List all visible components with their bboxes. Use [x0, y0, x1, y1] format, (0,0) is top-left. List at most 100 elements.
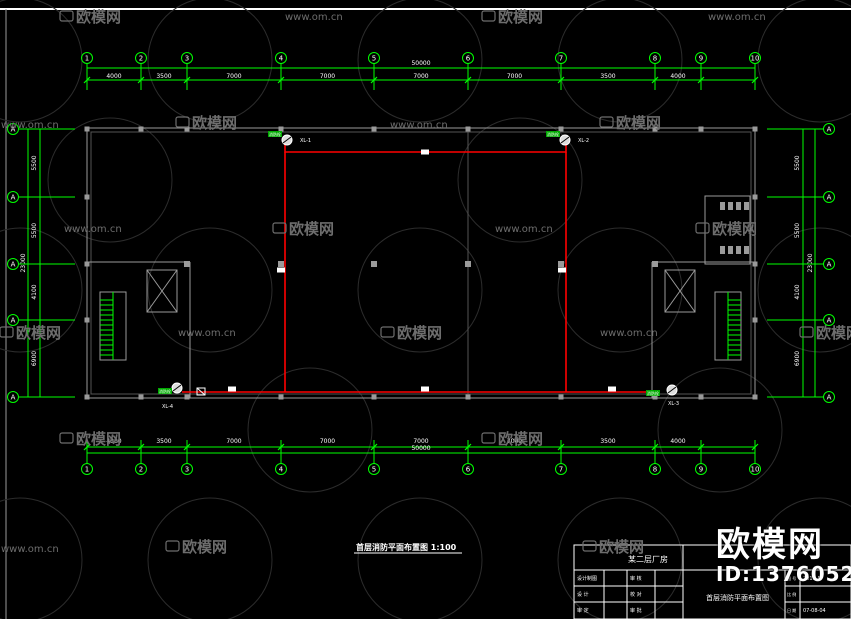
column — [371, 126, 377, 132]
toilet-fixture — [736, 202, 741, 210]
pump-adapter — [196, 387, 206, 396]
span-dimension: 7000 — [320, 73, 335, 80]
axis-label: A — [827, 126, 832, 134]
span-dimension: 3500 — [156, 438, 171, 445]
span-dimension: 7000 — [507, 438, 522, 445]
axis-label: A — [827, 194, 832, 202]
hydrant-tag-text: 消防栓 — [159, 388, 171, 394]
watermark-logo: 欧模网 — [76, 430, 121, 448]
valve-symbol — [277, 267, 285, 273]
hydrant-label: XL-1 — [300, 138, 311, 144]
watermark-logo: 欧模网 — [16, 324, 61, 342]
drawing-date: 07-08-04 — [803, 608, 826, 614]
axis-label: 1 — [85, 466, 89, 474]
watermark-logo: 欧模网 — [192, 114, 237, 132]
column — [652, 126, 658, 132]
watermark-url: www.om.cn — [495, 224, 553, 235]
span-dimension: 3500 — [156, 73, 171, 80]
axis-label: A — [11, 261, 16, 269]
watermark-logo: 欧模网 — [616, 114, 661, 132]
title-block-col: 比 例 — [787, 591, 796, 597]
title-block-field: 审 批 — [630, 607, 642, 614]
toilet-fixture — [736, 246, 741, 254]
hydrant-tag-text: 消防栓 — [547, 131, 559, 137]
axis-label: A — [827, 317, 832, 325]
watermark-logo: 欧模网 — [498, 430, 543, 448]
watermark-sofa-icon — [695, 222, 710, 234]
toilet-fixture — [744, 246, 749, 254]
hydrant-tag-text: 消防栓 — [647, 390, 659, 396]
axis-label: 8 — [653, 55, 657, 63]
watermark-logo: 欧模网 — [289, 220, 334, 238]
toilet-fixture — [744, 202, 749, 210]
title-block-col: 图 号 — [787, 575, 796, 581]
span-dimension-vertical: 5500 — [794, 155, 801, 170]
span-dimension: 7000 — [413, 73, 428, 80]
hydrant-tag — [546, 131, 560, 137]
span-dimension-vertical: 5500 — [31, 223, 38, 238]
watermark-logo: 欧模网 — [599, 538, 644, 556]
title-block-role: 审 定 — [577, 607, 589, 614]
title-block — [573, 544, 851, 619]
column — [84, 126, 90, 132]
span-dimension: 7000 — [413, 438, 428, 445]
watermark-logo: 欧模网 — [498, 8, 543, 26]
column — [752, 194, 758, 200]
axis-label: 6 — [466, 466, 471, 474]
watermark-logo: 欧模网 — [712, 220, 757, 238]
axis-label: A — [11, 317, 16, 325]
structural-columns — [84, 126, 758, 400]
axis-label: 7 — [559, 55, 563, 63]
column — [184, 126, 190, 132]
axis-label: 5 — [372, 466, 376, 474]
watermark-url: www.om.cn — [708, 12, 766, 23]
column — [752, 261, 758, 267]
column — [558, 261, 564, 267]
span-dimension: 4000 — [670, 73, 685, 80]
span-dimension-vertical: 4100 — [794, 284, 801, 299]
watermark-sofa-icon — [0, 326, 14, 338]
axis-label: 7 — [559, 466, 563, 474]
span-dimension: 4000 — [106, 73, 121, 80]
title-block-field: 审 核 — [630, 575, 642, 582]
title-block-text: 某二层厂房设计制图审 核设 计校 对审 定审 批首层消防平面布置图图 号比 例日… — [577, 554, 826, 614]
column — [184, 394, 190, 400]
valve-symbol — [421, 386, 429, 392]
axis-label: 9 — [699, 466, 703, 474]
valve-symbol — [558, 267, 566, 273]
column — [698, 126, 704, 132]
watermark-logo: 欧模网 — [397, 324, 442, 342]
column — [465, 126, 471, 132]
axis-label: 1 — [85, 55, 89, 63]
watermark-sofa-icon — [481, 10, 496, 22]
column — [558, 126, 564, 132]
span-dimension-vertical: 6900 — [794, 351, 801, 366]
span-dimension: 7000 — [226, 73, 241, 80]
watermark-sofa-icon — [380, 326, 395, 338]
title-block-role: 设 计 — [577, 591, 589, 598]
hydrant-label: XL-4 — [162, 404, 173, 410]
watermark-url: www.om.cn — [390, 120, 448, 131]
watermark-url: www.om.cn — [178, 328, 236, 339]
watermark-logo: 欧模网 — [816, 324, 851, 342]
pipe-valves — [196, 149, 616, 396]
watermark-texts: 欧模网欧模网欧模网欧模网欧模网欧模网欧模网欧模网欧模网欧模网欧模网欧模网欧模网w… — [0, 8, 851, 556]
watermark-logo: 欧模网 — [76, 8, 121, 26]
toilet-fixture — [728, 246, 733, 254]
axis-label: 10 — [751, 466, 760, 474]
axis-label: 4 — [279, 466, 284, 474]
stair-treads — [100, 292, 741, 360]
watermark-sofa-icon — [165, 540, 180, 552]
toilet-fixture — [728, 202, 733, 210]
watermark-sofa-icon — [175, 116, 190, 128]
axis-label: 4 — [279, 55, 284, 63]
span-dimension-vertical: 4100 — [31, 284, 38, 299]
axis-label: 6 — [466, 55, 471, 63]
axis-label: 2 — [139, 55, 143, 63]
drawing-title: 首层消防平面布置图 1:100 — [356, 542, 457, 552]
hydrant-tag — [158, 388, 172, 394]
axis-label: A — [827, 394, 832, 402]
span-dimension-vertical: 6900 — [31, 351, 38, 366]
